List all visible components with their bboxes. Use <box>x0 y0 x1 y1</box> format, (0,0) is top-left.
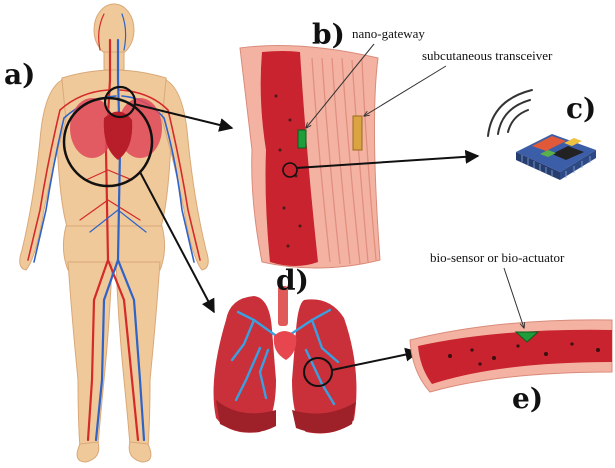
nano-gateway-label: nano-gateway <box>352 26 425 41</box>
body-silhouette <box>20 4 209 462</box>
lungs-figure <box>214 286 357 434</box>
label-a: a) <box>4 58 35 91</box>
label-e: e) <box>512 382 543 415</box>
label-b: b) <box>312 18 345 51</box>
label-c: c) <box>566 92 596 125</box>
human-body-figure <box>20 4 209 462</box>
bio-sensor-label: bio-sensor or bio-actuator <box>430 250 565 265</box>
subcutaneous-transceiver-marker <box>353 116 362 150</box>
nano-gateway-marker <box>298 130 306 148</box>
wireless-signal-icon <box>488 90 532 136</box>
subcutaneous-transceiver-label: subcutaneous transceiver <box>422 48 553 63</box>
tissue-block <box>240 46 380 268</box>
pointer-bio-sensor <box>504 268 524 328</box>
blood-vessel-section <box>410 320 612 392</box>
label-d: d) <box>276 264 309 297</box>
